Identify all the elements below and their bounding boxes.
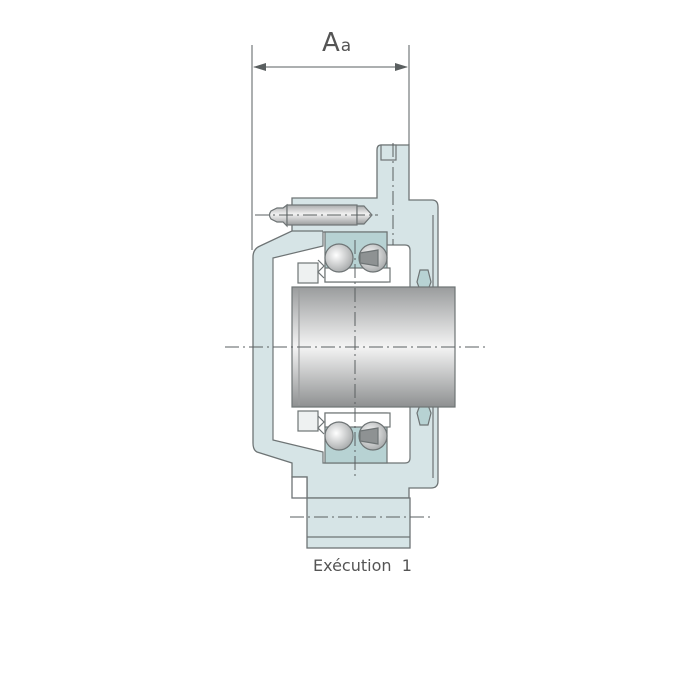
arrow-right-icon — [395, 63, 408, 71]
ball — [324, 243, 354, 273]
grease-nipple — [268, 203, 288, 228]
ball — [324, 421, 354, 451]
seal — [416, 404, 432, 426]
dimension-subscript: a — [340, 36, 352, 56]
seal — [297, 262, 319, 284]
caption: Exécution 1 — [313, 556, 412, 575]
mounting-foot — [306, 497, 411, 549]
seal — [297, 410, 319, 432]
arrow-left-icon — [253, 63, 266, 71]
dimension-letter: A — [322, 28, 340, 58]
foot-gap — [291, 476, 308, 499]
dimension-label: Aa — [322, 28, 351, 58]
